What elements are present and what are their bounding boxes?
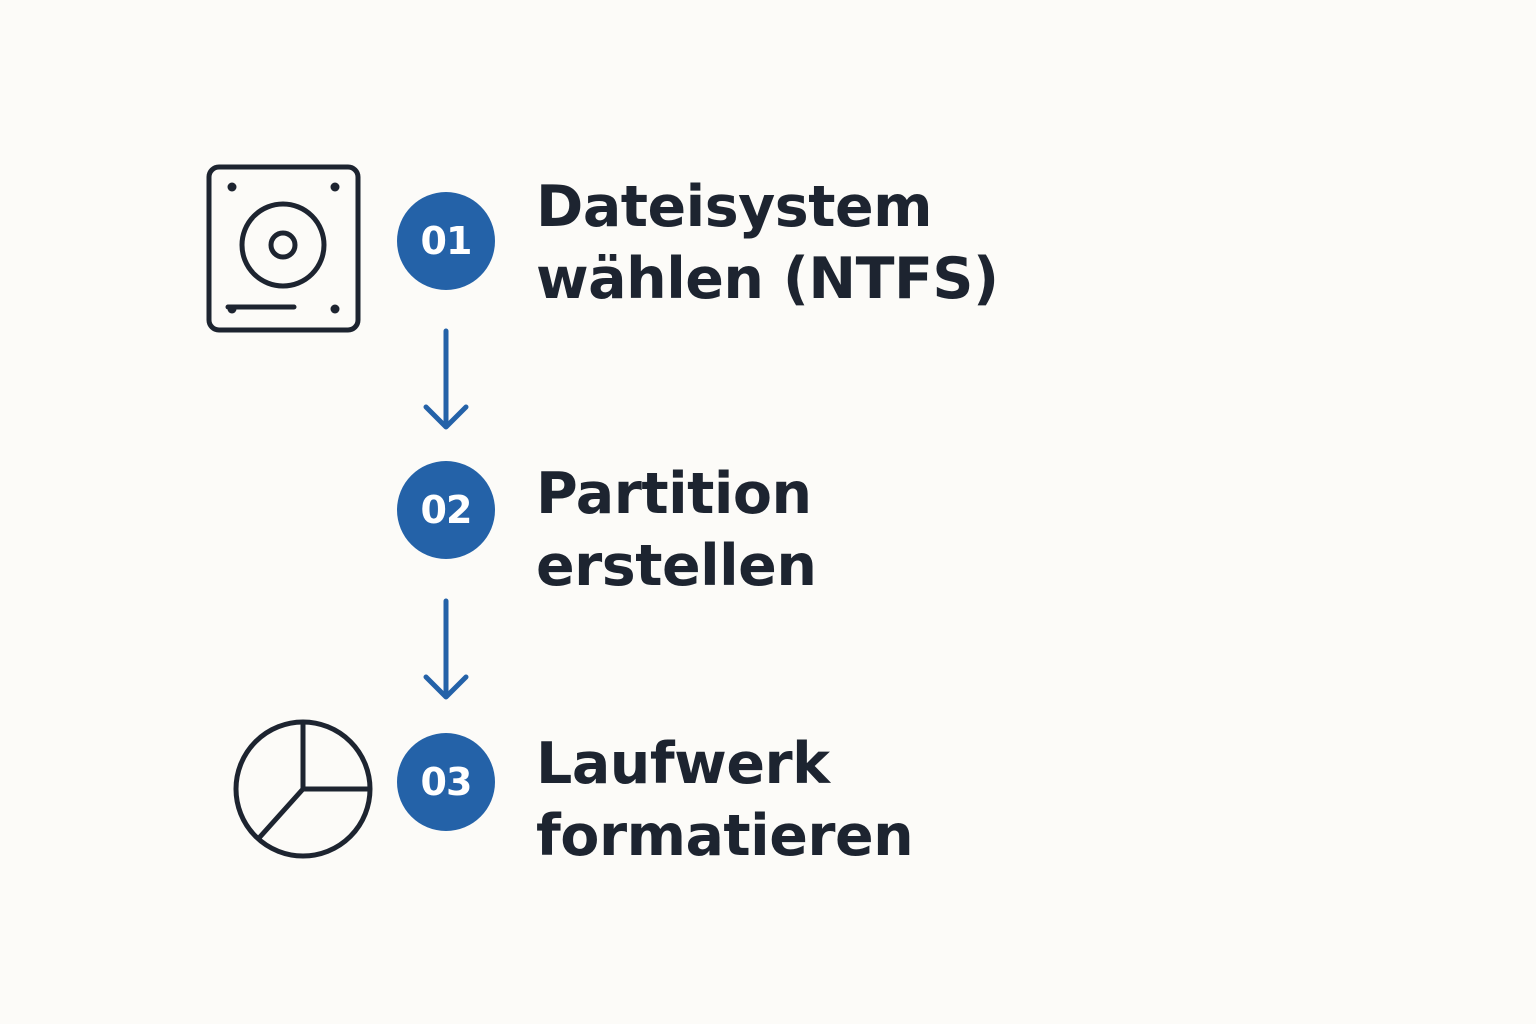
step-label: Partition erstellen: [536, 458, 817, 602]
step-label-line: erstellen: [536, 533, 817, 599]
step-label-line: Partition: [536, 461, 812, 527]
step-label-line: Dateisystem: [536, 174, 933, 240]
step-label: Laufwerk formatieren: [536, 728, 914, 872]
step-label-line: wählen (NTFS): [536, 246, 999, 312]
step-label-line: formatieren: [536, 803, 914, 869]
arrow-down-icon: [421, 328, 471, 432]
step-number-badge: 02: [397, 461, 495, 559]
step-label: Dateisystem wählen (NTFS): [536, 171, 999, 315]
step-number-badge: 03: [397, 733, 495, 831]
pie-chart-icon: [230, 716, 376, 862]
arrow-down-icon: [421, 598, 471, 702]
step-label-line: Laufwerk: [536, 731, 830, 797]
hard-drive-icon: [206, 164, 361, 334]
step-number-badge: 01: [397, 192, 495, 290]
